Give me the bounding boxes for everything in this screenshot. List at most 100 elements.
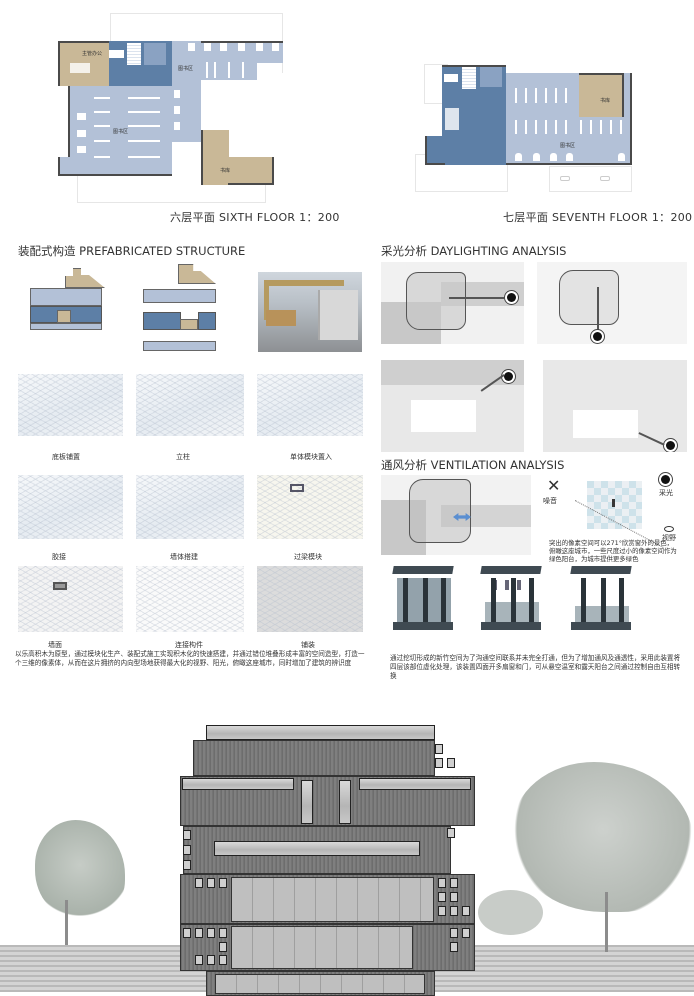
shelf — [535, 88, 537, 103]
shelf — [128, 140, 160, 142]
sun-icon — [507, 293, 516, 302]
seat — [515, 153, 522, 161]
reading-area-main-label: 图书区 — [113, 129, 129, 135]
pixel-window — [219, 878, 227, 888]
light-arrow — [638, 432, 665, 446]
pixel-space-note: 突出的像素空间可以271°欣赏窗外的景色，俯瞰这座城市，一些尺度过小的像素空间作… — [549, 539, 677, 563]
person-icon — [612, 499, 615, 507]
pixel-window — [438, 906, 446, 916]
sixth-floor-plan: 主管办公 图书区 图书区 书库 六层平面 SIXTH FLOOR 1：200 — [0, 0, 350, 230]
pixel-window — [435, 744, 443, 754]
shelf — [128, 156, 160, 158]
shelf — [590, 120, 592, 134]
shelf — [272, 43, 279, 51]
shelf — [94, 111, 110, 113]
step-label: 过梁模块 — [294, 553, 322, 561]
shelf — [174, 90, 180, 98]
prefab-description: 以乐高积木为原型，通过模块化生产、装配式施工实现积木化的快速搭建，并通过错位堆叠… — [15, 650, 365, 667]
pixel-window — [207, 928, 215, 938]
pixel-window — [219, 955, 227, 965]
site-outline-bottom — [77, 175, 266, 203]
building-outline — [409, 479, 471, 543]
planter — [560, 176, 570, 181]
shelf — [77, 146, 86, 153]
eye-icon — [664, 526, 674, 532]
tan-small-block — [180, 319, 198, 330]
shelf — [128, 111, 160, 113]
shelf — [600, 120, 602, 134]
shelf — [555, 88, 557, 103]
shelf — [204, 43, 211, 51]
shelf — [515, 120, 517, 134]
shelf — [77, 130, 86, 137]
shelf — [206, 62, 208, 78]
prefab-section-title: 装配式构造 PREFABRICATED STRUCTURE — [18, 244, 246, 258]
seat — [618, 153, 625, 161]
step-render-6 — [257, 475, 363, 539]
pixel-window — [195, 928, 203, 938]
step-label: 铺装 — [301, 641, 315, 649]
pixel-window — [462, 906, 470, 916]
base-plate — [30, 323, 102, 330]
shelf — [94, 156, 110, 158]
building-elevation — [180, 720, 480, 996]
facade-device-balcony — [570, 566, 632, 636]
step-label: 底板铺置 — [52, 453, 80, 461]
seat — [550, 153, 557, 161]
tan-small-block — [57, 310, 71, 323]
building-outline — [559, 270, 619, 325]
shelf — [515, 88, 517, 103]
reading-area-main-wing — [58, 157, 70, 176]
bookstore-room-wing — [228, 157, 274, 185]
office-area-wing — [425, 136, 445, 165]
pixel-cube-diagram — [587, 481, 642, 529]
step-label: 胶接 — [52, 553, 66, 561]
step-render-7 — [18, 566, 123, 632]
lego-assembled-diagram — [30, 268, 105, 333]
tree-right-small — [478, 890, 548, 945]
step-render-9 — [257, 566, 363, 632]
daylight-diagram-3 — [381, 360, 524, 452]
view-label: 视野 — [662, 534, 676, 542]
step-label: 墙面 — [48, 641, 62, 649]
curtain-wall-1 — [231, 877, 434, 922]
gantry-crane — [264, 280, 344, 286]
shelf — [77, 113, 86, 120]
elevator — [480, 67, 502, 87]
pixel-window — [435, 758, 443, 768]
meeting-table — [445, 108, 459, 130]
daylight-diagram-2 — [537, 262, 687, 344]
lego-exploded-diagram — [143, 264, 218, 356]
ventilation-section-title: 通风分析 VENTILATION ANALYSIS — [381, 458, 565, 472]
step-render-4 — [18, 475, 123, 539]
timber-stack — [266, 310, 296, 326]
facade-device-closed — [392, 566, 454, 636]
entry-notch — [444, 74, 458, 82]
bookstore-label: 书库 — [600, 98, 611, 104]
shelf — [228, 62, 230, 78]
step-label: 立柱 — [176, 453, 190, 461]
noise-icon: ✕ — [547, 476, 561, 495]
shelf — [256, 43, 263, 51]
bookstore-room — [201, 130, 229, 185]
planter — [600, 176, 610, 181]
vertical-window — [339, 780, 351, 824]
window-frame — [290, 484, 304, 492]
seventh-floor-plan: 图书区 书库 七层平面 SEVENTH FLOOR 1：200 — [400, 40, 694, 230]
sixth-floor-caption: 六层平面 SIXTH FLOOR 1：200 — [170, 211, 340, 224]
top-window-band — [206, 725, 435, 740]
pixel-window — [450, 942, 458, 952]
shelf — [220, 43, 227, 51]
shelf — [94, 125, 110, 127]
dark-blue-bricks-right — [198, 312, 216, 330]
shelf — [535, 120, 537, 134]
daylight-sun-icon — [661, 475, 670, 484]
shelf — [94, 97, 110, 99]
pixel-window — [195, 878, 203, 888]
bookstore-label: 书库 — [220, 168, 231, 174]
step-render-3 — [257, 374, 363, 436]
pixel-window — [462, 928, 470, 938]
daylight-diagram-4 — [543, 360, 687, 452]
seat — [533, 153, 540, 161]
step-render-2 — [136, 374, 244, 436]
